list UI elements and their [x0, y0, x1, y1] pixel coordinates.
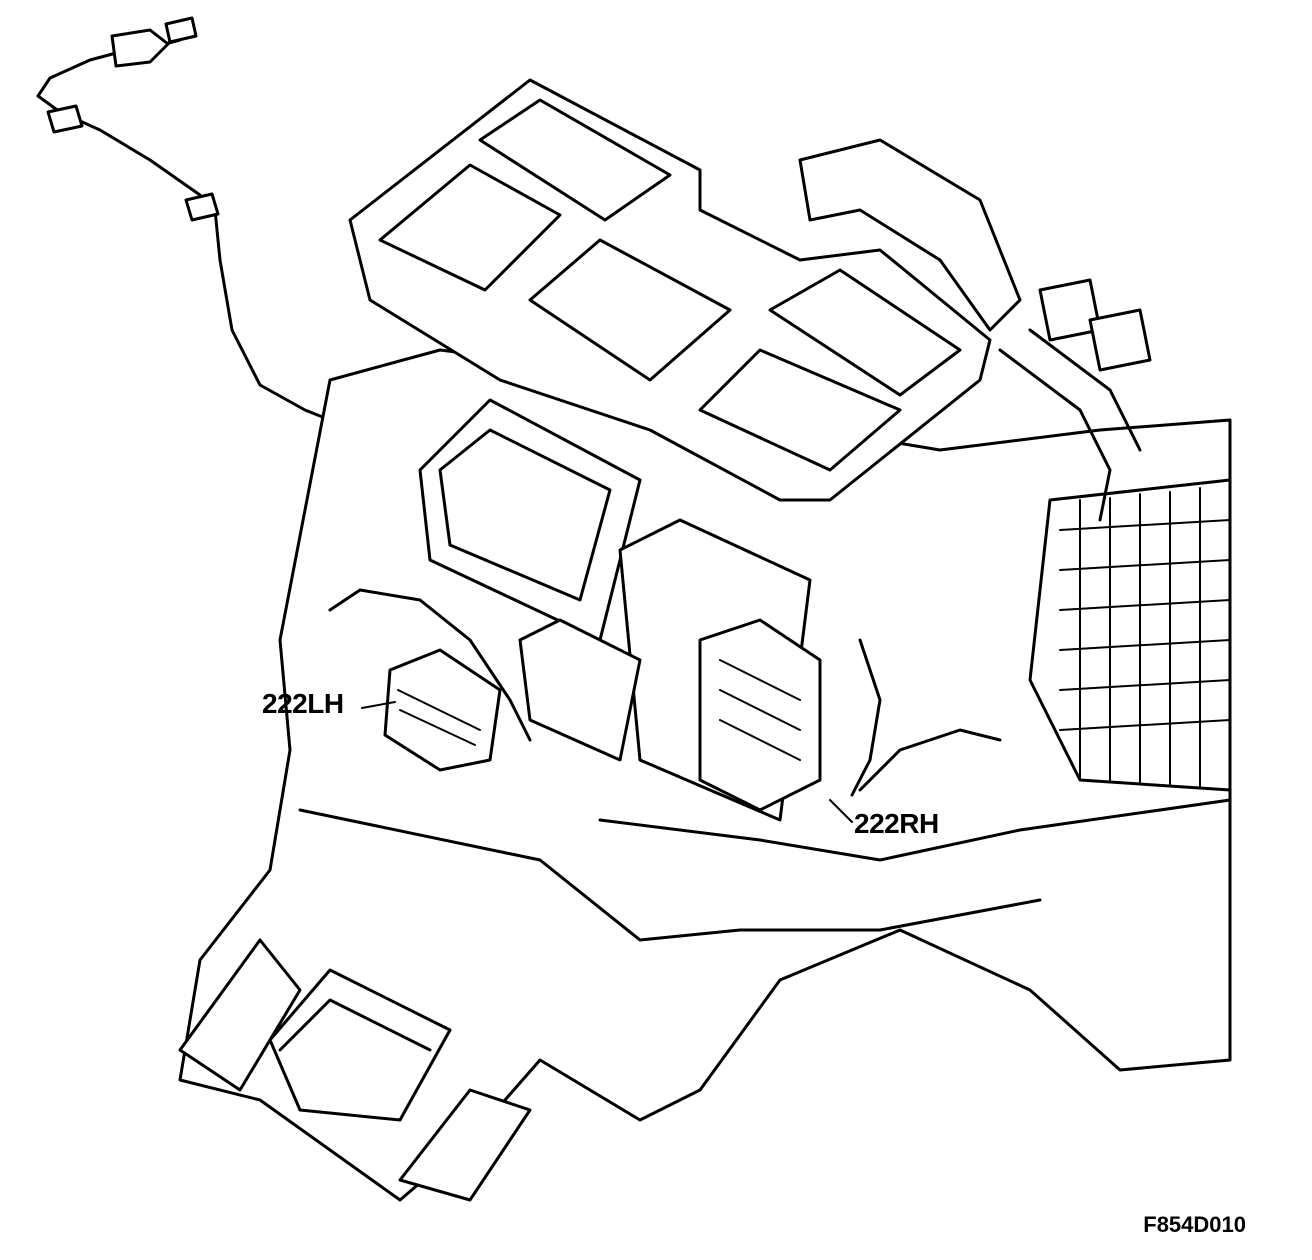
outlet-grille	[348, 78, 992, 502]
label-222rh: 222RH	[854, 808, 939, 839]
blower-wheel	[1028, 478, 1232, 792]
lower-ducts	[178, 938, 532, 1202]
lh-leader	[361, 701, 396, 709]
left-actuator	[328, 588, 532, 772]
label-222lh: 222LH	[262, 688, 344, 719]
figure-code: F854D010	[1143, 1212, 1246, 1237]
rh-leader	[829, 799, 853, 823]
right-actuator	[698, 618, 1002, 812]
duct-hose	[798, 138, 1152, 522]
sensor-cable	[36, 16, 390, 442]
